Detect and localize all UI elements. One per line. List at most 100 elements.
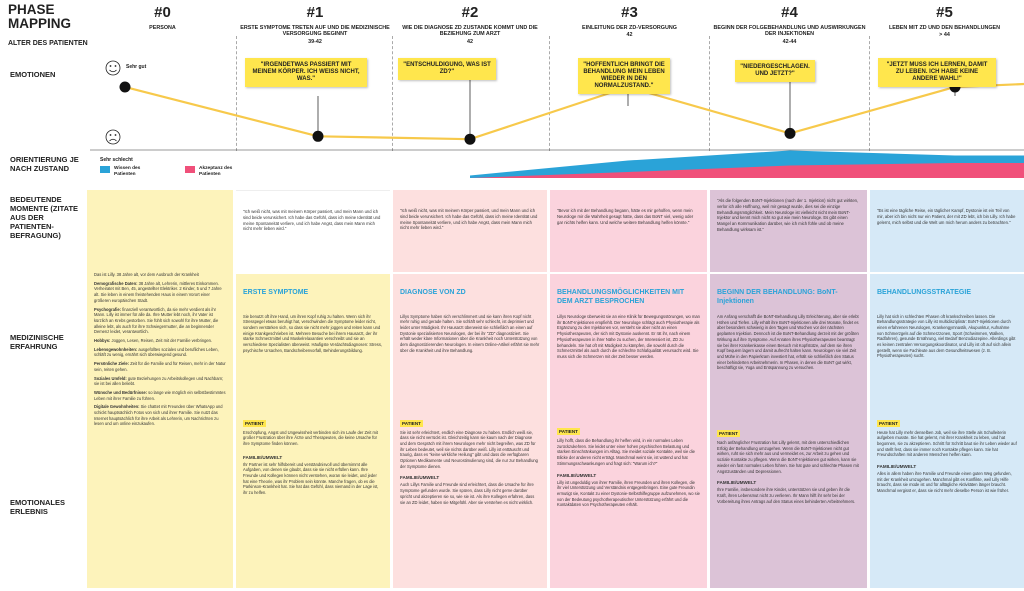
persona-digital-label: Digitale Gewohnheiten: bbox=[94, 404, 140, 410]
legend-knowledge: Wissen des Patienten bbox=[100, 166, 152, 177]
phase-column-3: "Bevor ich mit der Behandlung begann, hä… bbox=[550, 190, 707, 588]
persona-psycho-text: finanziell verantwortlich, da sie mehr v… bbox=[94, 306, 219, 335]
mood-good-label: Sehr gut bbox=[126, 64, 147, 70]
phase-divider bbox=[392, 36, 393, 151]
row-label-medical: MEDIZINISCHE ERFAHRUNG bbox=[10, 333, 64, 351]
section-heading: BEHANDLUNGSMÖGLICHKEITEN MIT DEM ARZT BE… bbox=[557, 289, 685, 305]
phase-column-1: "Ich weiß nicht, was mit meinem Körper p… bbox=[236, 190, 390, 588]
phase-title: WIE DIE DIAGNOSE ZD ZUSTANDE KOMMT UND D… bbox=[402, 25, 538, 38]
phase-header-4: #4 BEGINN DER FOLGEBEHANDLUNG UND AUSWIR… bbox=[712, 4, 867, 45]
persona-wish-label: Wünsche und Bedürfnisse: bbox=[94, 389, 147, 395]
quote-text: "Ich weiß nicht, was mit meinem Körper p… bbox=[400, 208, 538, 231]
medical-box: BEGINN DER BEHANDLUNG: BoNT-Injektionen … bbox=[710, 274, 867, 588]
patient-text: Sie ist sehr erleichtert, endlich eine D… bbox=[400, 429, 538, 469]
phase-title: BEGINN DER FOLGEBEHANDLUNG UND AUSWIRKUN… bbox=[713, 25, 866, 38]
patient-tag: PATIENT bbox=[877, 419, 900, 427]
patient-text: Heute hat Lilly mehr denselben Job, weil… bbox=[877, 429, 1017, 458]
persona-social-label: Soziales Umfeld: bbox=[94, 375, 127, 381]
phase-header-2: #2 WIE DIE DIAGNOSE ZD ZUSTANDE KOMMT UN… bbox=[395, 4, 545, 45]
section-heading: BEGINN DER BEHANDLUNG: BoNT-Injektionen bbox=[717, 289, 838, 305]
patient-text: Nach anfänglicher Frustration hat Lilly … bbox=[717, 440, 859, 474]
phase-title: LEBEN MIT ZD UND DEN BEHANDLUNGEN bbox=[888, 25, 1001, 31]
medical-text: Lillys Neurologe überweist sie an eine K… bbox=[557, 314, 700, 359]
persona-life-text: ausgefülltes soziales und berufliches Le… bbox=[94, 346, 219, 358]
phase-title: EINLEITUNG DER ZD-VERSORGUNG bbox=[582, 25, 677, 31]
family-tag: FAMILIE/UMWELT bbox=[243, 454, 283, 460]
family-text: Lilly ist ungeduldig von ihrer Familie, … bbox=[557, 479, 700, 508]
quote-note-3: "HOFFENTLICH BRINGT DIE BEHANDLUNG MEIN … bbox=[578, 58, 670, 94]
quote-text: "Es ist eine tägliche Reise, ein täglich… bbox=[877, 208, 1016, 225]
phase-header-3: #3 EINLEITUNG DER ZD-VERSORGUNG 42 bbox=[552, 4, 707, 39]
persona-intro: Das ist Lilly. 38 Jahre alt, vor dem Aus… bbox=[94, 272, 199, 277]
persona-digital-text: Sie chattet mit Freunden über WhatsApp u… bbox=[94, 404, 223, 427]
phase-number: #4 bbox=[781, 4, 798, 21]
persona-goals-label: Persönliche Ziele: bbox=[94, 361, 130, 367]
quote-text: "Als die folgenden BoNT-Injektionen (nac… bbox=[717, 198, 859, 232]
phase-column-4: "Als die folgenden BoNT-Injektionen (nac… bbox=[710, 190, 867, 588]
patient-tag: PATIENT bbox=[243, 419, 266, 427]
legend-swatch-acceptance bbox=[185, 166, 195, 173]
legend-label-knowledge: Wissen des Patienten bbox=[114, 166, 141, 177]
family-tag: FAMILIE/UMWELT bbox=[717, 480, 757, 486]
emotion-point bbox=[464, 133, 476, 145]
legend-swatch-knowledge bbox=[100, 166, 110, 173]
phase-column-2: "Ich weiß nicht, was mit meinem Körper p… bbox=[393, 190, 547, 588]
phase-title: ERSTE SYMPTOME TRETEN AUF UND DIE MEDIZI… bbox=[240, 25, 390, 38]
row-label-orientation: ORIENTIERUNG JE NACH ZUSTAND bbox=[10, 155, 79, 173]
phase-divider bbox=[869, 36, 870, 151]
quote-note-2: "ENTSCHULDIGUNG, WAS IST ZD?" bbox=[398, 58, 496, 80]
quote-note-5: "JETZT MUSS ICH LERNEN, DAMIT ZU LEBEN. … bbox=[878, 58, 996, 87]
medical-box: ERSTE SYMPTOME Sie benutzt oft ihre Hand… bbox=[236, 274, 390, 588]
persona-demo-label: Demografische Daten: bbox=[94, 280, 138, 286]
page-title-line1: PHASE bbox=[8, 2, 55, 17]
phase-number: #5 bbox=[936, 4, 953, 21]
emotion-line bbox=[124, 82, 1024, 141]
persona-demo: Demografische Daten: 38 Jahre alt, Lehre… bbox=[94, 281, 226, 304]
persona-column: Das ist Lilly. 38 Jahre alt, vor dem Aus… bbox=[87, 190, 233, 588]
patient-text: Erschöpfung, Angst und Ungewissheit verb… bbox=[243, 429, 378, 446]
family-tag: FAMILIE/UMWELT bbox=[877, 464, 917, 470]
persona-hobby-label: Hobbys: bbox=[94, 338, 111, 344]
phase-age: 42-44 bbox=[782, 38, 797, 45]
patient-tag: PATIENT bbox=[557, 428, 580, 435]
acceptance-area bbox=[470, 163, 1024, 178]
emotion-point bbox=[312, 130, 324, 142]
page-title-line2: MAPPING bbox=[8, 16, 72, 31]
persona-wish: Wünsche und Bedürfnisse: so lange wie mö… bbox=[94, 390, 226, 401]
phase-number: #3 bbox=[621, 4, 638, 21]
persona-hobby: Hobbys: Joggen, Lesen, Reisen, Zeit mit … bbox=[94, 338, 226, 344]
family-tag: FAMILIE/UMWELT bbox=[557, 472, 597, 478]
phase-divider bbox=[236, 36, 237, 151]
persona-social-text: gute Beziehungen zu Arbeitskollegen und … bbox=[94, 375, 224, 387]
section-heading: Behandlungsstrategie bbox=[877, 289, 971, 296]
family-text: Auch Lillys Familie und Freunde sind erl… bbox=[400, 482, 535, 505]
family-text: Alles in allem haben ihre Familie und Fr… bbox=[877, 471, 1012, 494]
patient-text: Lilly hofft, dass die Behandlung ihr hel… bbox=[557, 438, 695, 466]
mood-bad-label: Sehr schlecht bbox=[100, 157, 133, 163]
section-heading: ERSTE SYMPTOME bbox=[243, 289, 309, 296]
quote-note-4: "NIEDERGESCHLAGEN. UND JETZT?" bbox=[735, 60, 815, 82]
page-title: PHASE MAPPING bbox=[8, 3, 71, 31]
section-heading: DIAGNOSE VON ZD bbox=[400, 289, 466, 296]
medical-text: Sie benutzt oft ihre Hand, um ihren Kopf… bbox=[243, 313, 383, 353]
happy-face-icon bbox=[105, 60, 121, 76]
phase-header-5: #5 LEBEN MIT ZD UND DEN BEHANDLUNGEN > 4… bbox=[872, 4, 1017, 39]
quote-text: "Bevor ich mit der Behandlung begann, hä… bbox=[557, 208, 694, 225]
persona-wish-text: so lange wie möglich ein selbstbestimmte… bbox=[94, 389, 226, 401]
persona-life-label: Lebensgewohnheiten: bbox=[94, 346, 138, 352]
quote-note-1: "IRGENDETWAS PASSIERT MIT MEINEM KÖRPER.… bbox=[245, 58, 367, 87]
medical-text: Lillys Symptome haben sich verschlimmert… bbox=[400, 313, 540, 353]
emotion-point bbox=[119, 81, 131, 93]
row-label-emotions: EMOTIONEN bbox=[10, 70, 56, 79]
medical-box: BEHANDLUNGSMÖGLICHKEITEN MIT DEM ARZT BE… bbox=[550, 274, 707, 588]
age-label: ALTER DES PATIENTEN bbox=[8, 40, 88, 47]
emotion-point bbox=[784, 127, 796, 139]
phase-age: 42 bbox=[626, 32, 633, 39]
persona-goals-text: Zeit für die Familie und für Reisen, meh… bbox=[94, 361, 226, 372]
phase-number: #1 bbox=[306, 4, 324, 21]
medical-text: Am Anfang verschafft die BoNT-Behandlung… bbox=[717, 314, 859, 371]
legend-label-acceptance: Akzeptanz des Patienten bbox=[199, 166, 233, 177]
phase-number: #0 bbox=[154, 4, 171, 21]
phase-header-1: #1 ERSTE SYMPTOME TRETEN AUF UND DIE MED… bbox=[240, 4, 390, 45]
persona-demo-text: 38 Jahre alt, Lehrerin, mittleres Einkom… bbox=[94, 280, 222, 303]
